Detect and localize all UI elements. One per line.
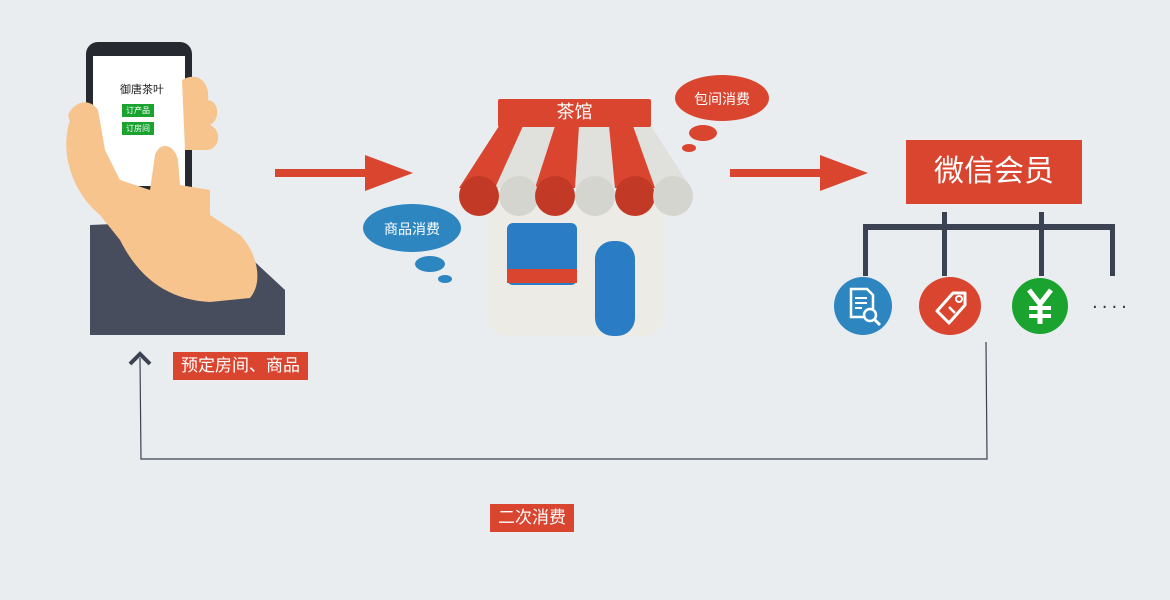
arrow-to-member	[730, 155, 868, 191]
phone-order-product-button[interactable]: 订产品	[122, 104, 154, 117]
repeat-consumption-label: 二次消费	[490, 504, 574, 532]
tag-icon[interactable]	[919, 277, 981, 335]
arrow-to-shop	[275, 155, 413, 191]
return-loop-line	[128, 341, 988, 460]
yen-icon[interactable]	[1012, 278, 1068, 334]
book-label: 预定房间、商品	[173, 352, 308, 380]
phone-hand-illustration	[66, 42, 285, 335]
bubble-room-text: 包间消费	[694, 92, 750, 108]
bubble-goods-text: 商品消费	[384, 222, 440, 238]
more-indicator: ....	[1092, 292, 1131, 313]
bubble-goods	[363, 204, 461, 283]
phone-order-room-button[interactable]: 订房间	[122, 122, 154, 135]
member-tree-lines	[863, 212, 1115, 276]
phone-app-title: 御唐茶叶	[120, 83, 164, 96]
member-title: 微信会员	[906, 140, 1082, 204]
tea-shop-illustration	[459, 99, 693, 336]
bubble-room	[675, 75, 769, 152]
document-search-icon[interactable]	[834, 277, 892, 335]
shop-sign-text: 茶馆	[556, 102, 593, 123]
